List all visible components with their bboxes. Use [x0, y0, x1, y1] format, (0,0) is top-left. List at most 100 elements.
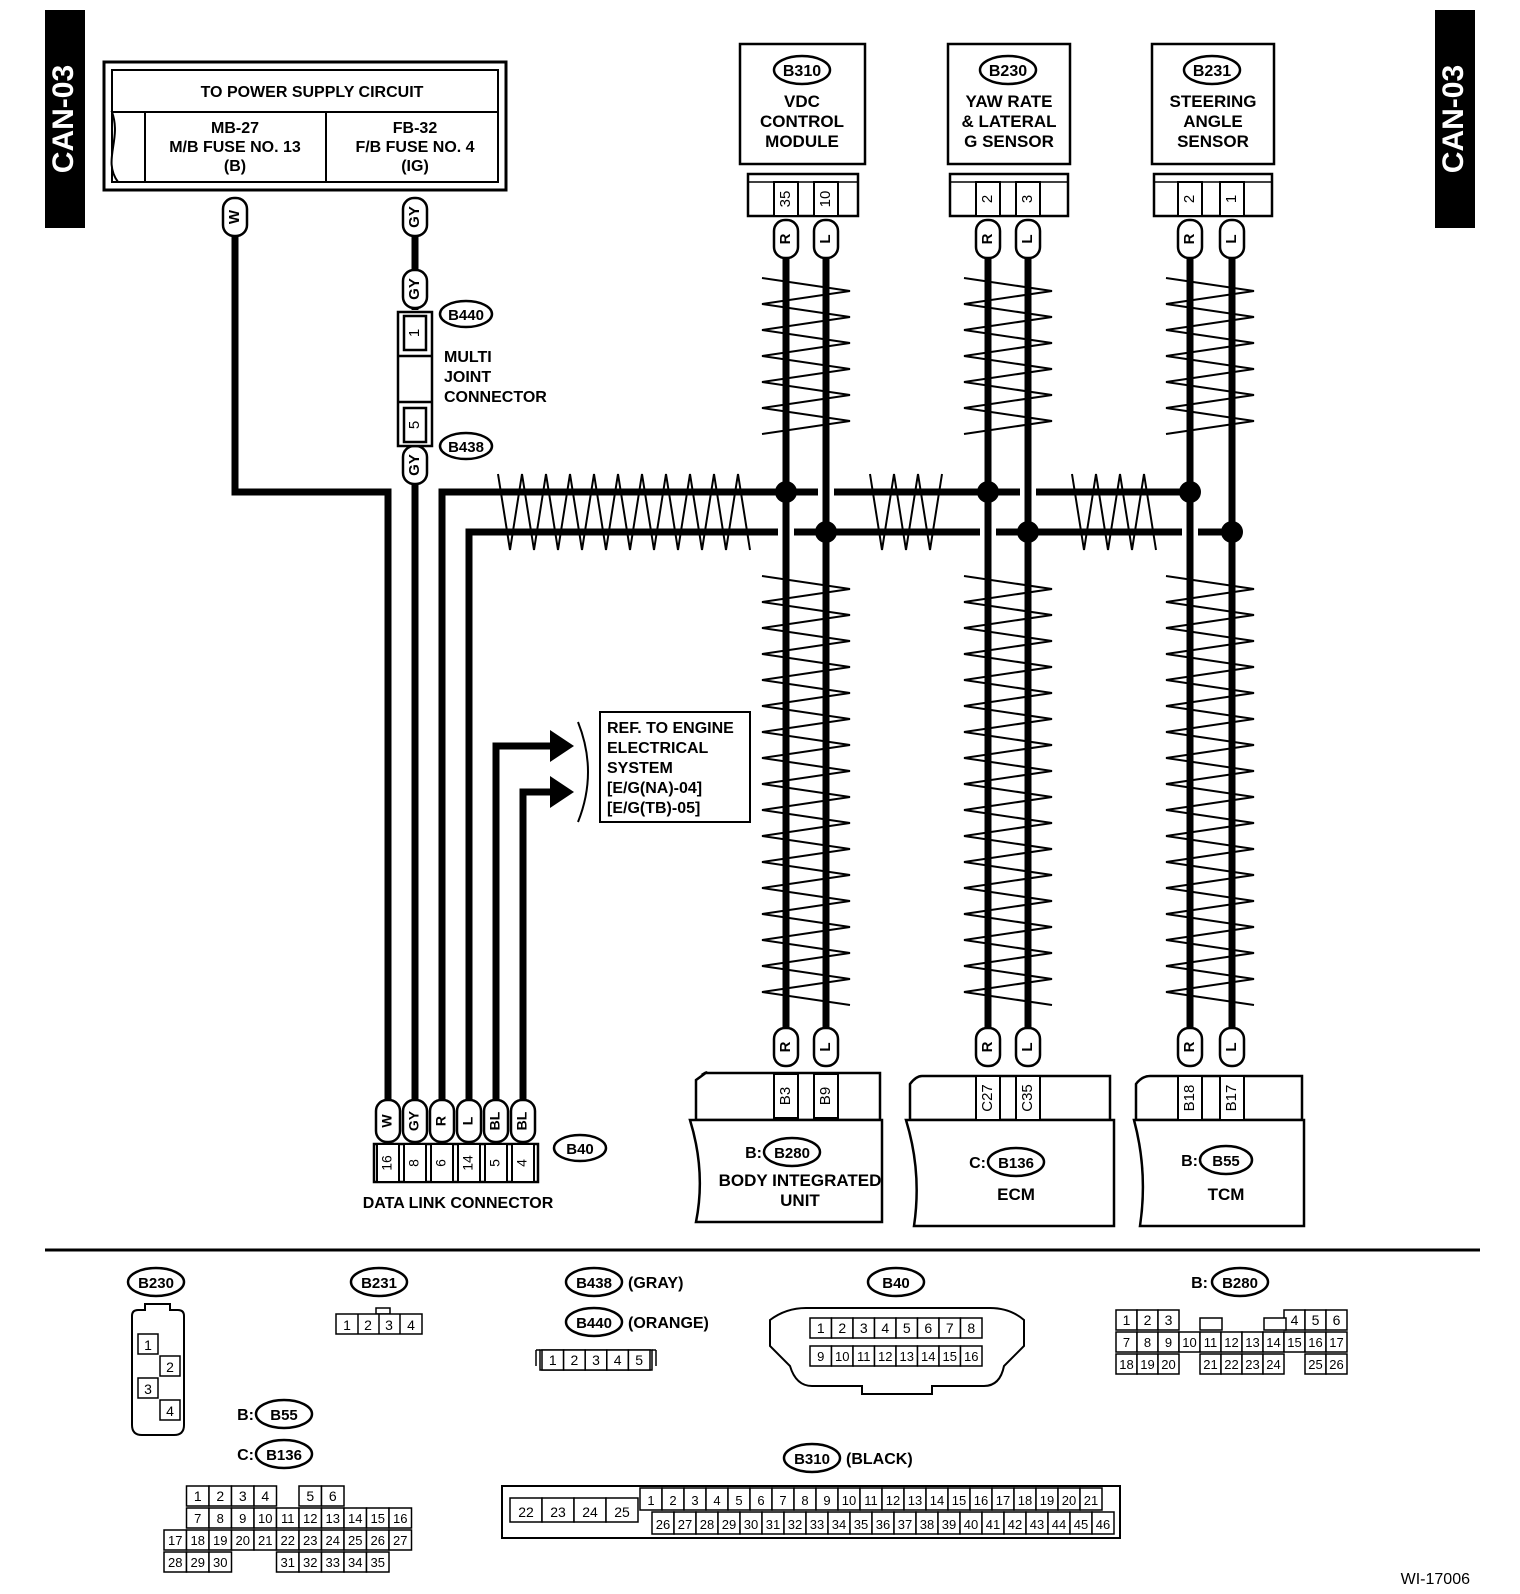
pin-cell — [1325, 1331, 1348, 1353]
pin-b231-1: 1 — [1223, 195, 1240, 203]
pin-label: 43 — [1030, 1517, 1044, 1532]
face-b230-pin-1: 1 — [144, 1337, 152, 1353]
pin-label: 6 — [329, 1488, 337, 1504]
wire-tag-b230-l: L — [1019, 234, 1036, 243]
pin-label: 22 — [518, 1504, 534, 1520]
wire-crossings — [778, 480, 1240, 544]
pin-label: 27 — [393, 1533, 407, 1548]
face-id-b136: B136 — [266, 1447, 302, 1464]
face-id-b280: B280 — [1222, 1275, 1258, 1292]
pin-label: 7 — [779, 1493, 786, 1508]
face-b310-color: (BLACK) — [846, 1451, 913, 1468]
dlc-pin-cell — [403, 1143, 427, 1183]
dlc-pin-cell — [511, 1143, 535, 1183]
pin-label: 35 — [371, 1555, 385, 1570]
pin-label: 4 — [713, 1493, 720, 1508]
face-b230 — [126, 1266, 186, 1436]
dlc-wire-label: R — [433, 1116, 449, 1126]
pin-cell — [1091, 1511, 1115, 1535]
face-b231-pin-3: 3 — [385, 1317, 393, 1333]
pin-label: 22 — [281, 1533, 295, 1548]
pin-label: 20 — [236, 1533, 250, 1548]
face-id-b231: B231 — [361, 1275, 397, 1292]
reference-line-3: SYSTEM — [607, 760, 673, 777]
pin-label: 4 — [261, 1488, 269, 1504]
reference-line-1: REF. TO ENGINE — [607, 720, 734, 737]
pin-label: 7 — [946, 1320, 954, 1336]
wire-tag-b231-l: L — [1223, 234, 1240, 243]
dlc-wire-tag — [455, 1098, 483, 1144]
pin-label: 46 — [1096, 1517, 1110, 1532]
pin-cell — [253, 1485, 278, 1507]
module-name-b231-2: ANGLE — [1183, 112, 1243, 131]
pin-cell — [1157, 1353, 1180, 1375]
pin-cell — [1325, 1353, 1348, 1375]
data-link-label: DATA LINK CONNECTOR — [363, 1195, 554, 1212]
pin-label: 19 — [1140, 1357, 1154, 1372]
pin-label: 38 — [920, 1517, 934, 1532]
pin-label: 3 — [1165, 1312, 1173, 1328]
pin-label: 9 — [239, 1511, 246, 1526]
dlc-wire-tag — [401, 1098, 429, 1144]
pin-label: 28 — [700, 1517, 714, 1532]
pin-label: 13 — [900, 1349, 914, 1364]
pin-label: 30 — [213, 1555, 227, 1570]
pin-cell — [208, 1551, 233, 1573]
pin-label: 26 — [1329, 1357, 1343, 1372]
pin-label: 13 — [1245, 1335, 1259, 1350]
pin-label: 11 — [857, 1349, 871, 1364]
power-supply-left-2: M/B FUSE NO. 13 — [169, 139, 301, 156]
pin-label: 35 — [854, 1517, 868, 1532]
pin-label: 23 — [1245, 1357, 1259, 1372]
conn-id-b310: B310 — [783, 63, 821, 80]
pin-label: 8 — [967, 1320, 975, 1336]
pin-label: 10 — [842, 1493, 856, 1508]
unit-b280 — [688, 1071, 884, 1224]
multi-joint-pin-5: 5 — [406, 421, 423, 429]
pin-label: 32 — [788, 1517, 802, 1532]
pin-label: 28 — [168, 1555, 182, 1570]
dlc-wire-label: GY — [406, 1110, 422, 1131]
pin-label: 10 — [258, 1511, 272, 1526]
pin-b280-b9: B9 — [817, 1087, 834, 1105]
pin-label: 11 — [864, 1493, 878, 1508]
dlc-wire-label: BL — [514, 1111, 530, 1130]
wire-tag-w: W — [226, 209, 243, 224]
pin-b310-10: 10 — [817, 191, 834, 208]
pin-label: 25 — [614, 1504, 630, 1520]
data-link-connector — [372, 1098, 608, 1184]
pin-label: 16 — [393, 1511, 407, 1526]
pin-b280-b3: B3 — [777, 1087, 794, 1105]
pin-label: 31 — [281, 1555, 295, 1570]
pin-b55-b17: B17 — [1223, 1085, 1240, 1112]
pin-label: 16 — [1308, 1335, 1322, 1350]
conn-id-b136: B136 — [998, 1155, 1034, 1172]
pin-label: 3 — [691, 1493, 698, 1508]
face-b230-pin-2: 2 — [166, 1359, 174, 1375]
pin-label: 15 — [952, 1493, 966, 1508]
face-id-b230: B230 — [138, 1275, 174, 1292]
conn-id-b280: B280 — [774, 1145, 810, 1162]
face-id-b440: B440 — [576, 1315, 612, 1332]
pin-label: 20 — [1161, 1357, 1175, 1372]
dlc-wire-tag — [374, 1098, 402, 1144]
wires — [231, 230, 1236, 1100]
dlc-wire-label: L — [460, 1116, 476, 1125]
twist-vertical — [1165, 277, 1255, 435]
dlc-pin-number: 8 — [406, 1159, 422, 1167]
pin-label: 16 — [964, 1349, 978, 1364]
pin-label: 21 — [1203, 1357, 1217, 1372]
dlc-pin-number: 6 — [433, 1159, 449, 1167]
dlc-pin-cell — [430, 1143, 454, 1183]
unit-prefix-b136: C: — [969, 1155, 986, 1172]
pin-label: 20 — [1062, 1493, 1076, 1508]
dlc-pin-number: 4 — [514, 1159, 530, 1167]
pin-label: 5 — [1312, 1312, 1320, 1328]
dlc-pin-cell — [376, 1143, 400, 1183]
face-prefix-b136: C: — [237, 1447, 254, 1464]
wire-tags — [221, 196, 1246, 1068]
pin-label: 25 — [1308, 1357, 1322, 1372]
pin-cell — [1325, 1309, 1348, 1331]
face-b230-pin-3: 3 — [144, 1381, 152, 1397]
